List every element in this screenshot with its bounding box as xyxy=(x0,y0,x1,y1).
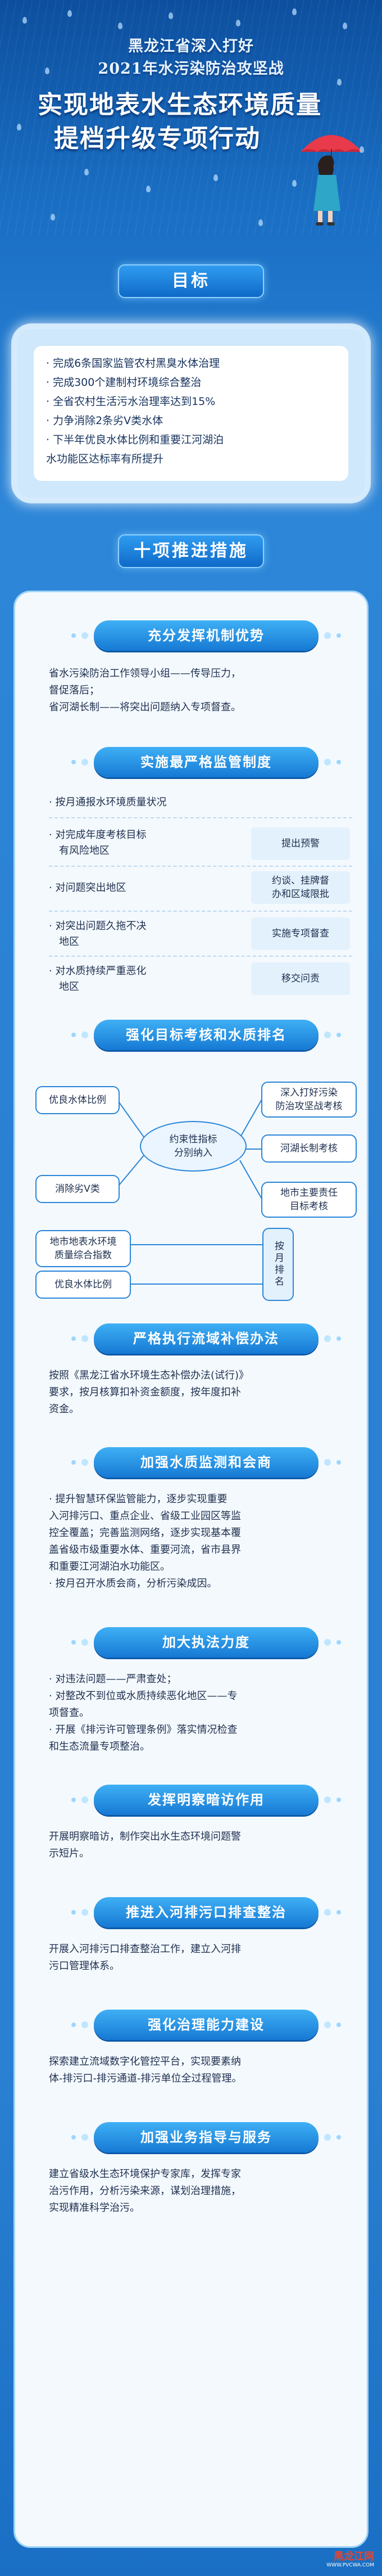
raindrop-icon xyxy=(337,79,342,85)
section-2-title: 实施最严格监管制度 xyxy=(71,747,341,777)
raindrop-icon xyxy=(118,22,122,29)
section-8-title-text: 推进入河排污口排查整治 xyxy=(126,1904,286,1920)
section-1-title: 充分发挥机制优势 xyxy=(71,620,341,651)
header-subtitle-1: 黑龙江省深入打好 xyxy=(128,38,254,55)
raindrop-icon xyxy=(169,12,173,19)
goal-item: · 全省农村生活污水治理率达到15% xyxy=(46,395,216,408)
goal-item: 水功能区达标率有所提升 xyxy=(46,453,164,465)
diagram-box-assessment: 深入打好污染防治攻坚战考核 xyxy=(261,1082,357,1118)
diagram-box-river-chief: 河湖长制考核 xyxy=(261,1134,357,1163)
section-9-text: 探索建立流域数字化管控平台，实现要素纳体-排污口-排污通道-排污单位全过程管理。 xyxy=(49,2056,242,2084)
header-subtitle-2: 2021年水污染防治攻坚战 xyxy=(98,60,284,78)
raindrop-icon xyxy=(51,214,55,220)
section-7-title-text: 发挥明察暗访作用 xyxy=(148,1792,265,1808)
section-2-row-right: 移交问责 xyxy=(251,962,350,995)
section-2-row-right: 实施专项督查 xyxy=(251,917,350,950)
raindrop-icon xyxy=(146,186,151,192)
section-6-title-text: 加大执法力度 xyxy=(162,1634,250,1650)
section-5-title: 加强水质监测和会商 xyxy=(71,1447,341,1478)
section-6-text: · 对违法问题——严肃查处；· 对整改不到位或水质持续恶化地区——专项督查。 ·… xyxy=(49,1673,238,1753)
divider xyxy=(49,911,352,912)
raindrop-icon xyxy=(84,169,89,175)
section-5-text: · 提升智慧环保监管能力，逐步实现重要入河排污口、重点企业、省级工业园区等监控全… xyxy=(49,1493,241,1589)
section-7-text: 开展明察暗访，制作突出水生态环境问题警示短片。 xyxy=(49,1831,241,1859)
section-9-title-text: 强化治理能力建设 xyxy=(148,2017,265,2033)
goal-box: · 完成6条国家监管农村黑臭水体治理 · 完成300个建制村环境综合整治 · 全… xyxy=(17,329,365,498)
header-title-1: 实现地表水生态环境质量 xyxy=(38,91,322,119)
raindrop-icon xyxy=(343,22,347,29)
raindrop-icon xyxy=(236,20,240,26)
section-3-title-text: 强化目标考核和水质排名 xyxy=(126,1027,286,1043)
raindrop-icon xyxy=(17,124,21,130)
divider xyxy=(49,956,352,957)
section-9-title: 强化治理能力建设 xyxy=(71,2010,341,2040)
section-2-row-left: · 对水质持续严重恶化地区 xyxy=(49,965,147,993)
diagram-box-good-ratio: 优良水体比例 xyxy=(35,1271,131,1299)
goal-item: · 完成6条国家监管农村黑臭水体治理 xyxy=(46,357,220,370)
goal-list: · 完成6条国家监管农村黑臭水体治理 · 完成300个建制村环境综合整治 · 全… xyxy=(34,346,348,481)
section-8-title: 推进入河排污口排查整治 xyxy=(71,1897,341,1928)
text-line: 省水污染防治工作领导小组——传导压力， xyxy=(49,668,241,679)
raindrop-icon xyxy=(22,17,27,24)
text-line: 督促落后； xyxy=(49,684,99,696)
section-2-row-right: 提出预警 xyxy=(251,827,350,860)
raindrop-icon xyxy=(67,10,72,17)
raindrop-icon xyxy=(360,146,364,153)
section-10-title-text: 加强业务指导与服务 xyxy=(140,2129,272,2145)
logo-subtext: WWW.PVCWA.COM xyxy=(326,2563,374,2568)
measures-panel: 充分发挥机制优势 省水污染防治工作领导小组——传导压力， 督促落后； 省河湖长制… xyxy=(13,591,369,2548)
text-line: 省河湖长制——将突出问题纳入专项督查。 xyxy=(49,701,241,713)
diagram-box-eliminate: 消除劣Ⅴ类 xyxy=(35,1175,120,1203)
section-2-top: · 按月通报水环境质量状况 xyxy=(49,796,167,808)
section-3-title: 强化目标考核和水质排名 xyxy=(71,1020,341,1050)
raindrop-icon xyxy=(258,219,263,226)
diagram-box-city-target: 地市主要责任目标考核 xyxy=(261,1182,357,1218)
logo-text: 黑龙江网 xyxy=(334,2551,374,2563)
section-4-title-text: 严格执行流域补偿办法 xyxy=(133,1331,279,1346)
section-2-title-text: 实施最严格监管制度 xyxy=(140,754,272,770)
divider xyxy=(49,817,352,818)
girl-umbrella-icon xyxy=(301,135,362,226)
diagram-connectors xyxy=(116,1098,263,1285)
section-8-text: 开展入河排污口排查整治工作，建立入河排污口管理体系。 xyxy=(49,1943,241,1972)
section-1-title-text: 充分发挥机制优势 xyxy=(148,628,265,643)
section-2-row-left: · 对突出问题久拖不决地区 xyxy=(49,920,147,948)
header: 黑龙江省深入打好 2021年水污染防治攻坚战 实现地表水生态环境质量 提档升级专… xyxy=(0,0,382,236)
section-2-row-left: · 对问题突出地区 xyxy=(49,882,126,894)
goal-banner: 目标 xyxy=(118,264,264,298)
diagram-box-index: 地市地表水环境质量综合指数 xyxy=(35,1230,131,1267)
raindrop-icon xyxy=(292,180,297,187)
diagram-box-good-water: 优良水体比例 xyxy=(35,1086,120,1114)
raindrop-icon xyxy=(213,174,218,181)
section-6-title: 加大执法力度 xyxy=(71,1627,341,1658)
raindrop-icon xyxy=(45,67,49,74)
section-10-title: 加强业务指导与服务 xyxy=(71,2122,341,2152)
section-1-text: 省水污染防治工作领导小组——传导压力， 督促落后； 省河湖长制——将突出问题纳入… xyxy=(49,665,363,716)
section-10-text: 建立省级水生态环境保护专家库，发挥专家治污作用，分析污染来源，谋划治理措施，实现… xyxy=(49,2168,241,2214)
section-7-title: 发挥明察暗访作用 xyxy=(71,1785,341,1815)
divider xyxy=(49,866,352,867)
section-2-row-left: · 对完成年度考核目标有风险地区 xyxy=(49,829,147,857)
diagram-center: 约束性指标分别纳入 xyxy=(140,1121,247,1172)
goal-item: · 下半年优良水体比例和重要江河湖泊 xyxy=(46,434,224,446)
raindrop-icon xyxy=(292,8,297,15)
goal-item: · 完成300个建制村环境综合整治 xyxy=(46,376,202,389)
goal-item: · 力争消除2条劣Ⅴ类水体 xyxy=(46,415,163,427)
measures-banner: 十项推进措施 xyxy=(118,534,264,568)
section-4-text: 按照《黑龙江省水环境生态补偿办法(试行)》要求，按月核算扣补资金额度，按年度扣补… xyxy=(49,1370,249,1415)
section-4-title: 严格执行流域补偿办法 xyxy=(71,1323,341,1354)
header-title-2: 提档升级专项行动 xyxy=(54,124,261,153)
site-logo[interactable]: 黑龙江网 WWW.PVCWA.COM xyxy=(301,2551,374,2570)
section-2-row-right: 约谈、挂牌督办和区域限批 xyxy=(251,871,350,904)
section-5-title-text: 加强水质监测和会商 xyxy=(140,1454,272,1470)
diagram-box-monthly-rank: 按月排名 xyxy=(262,1228,294,1301)
